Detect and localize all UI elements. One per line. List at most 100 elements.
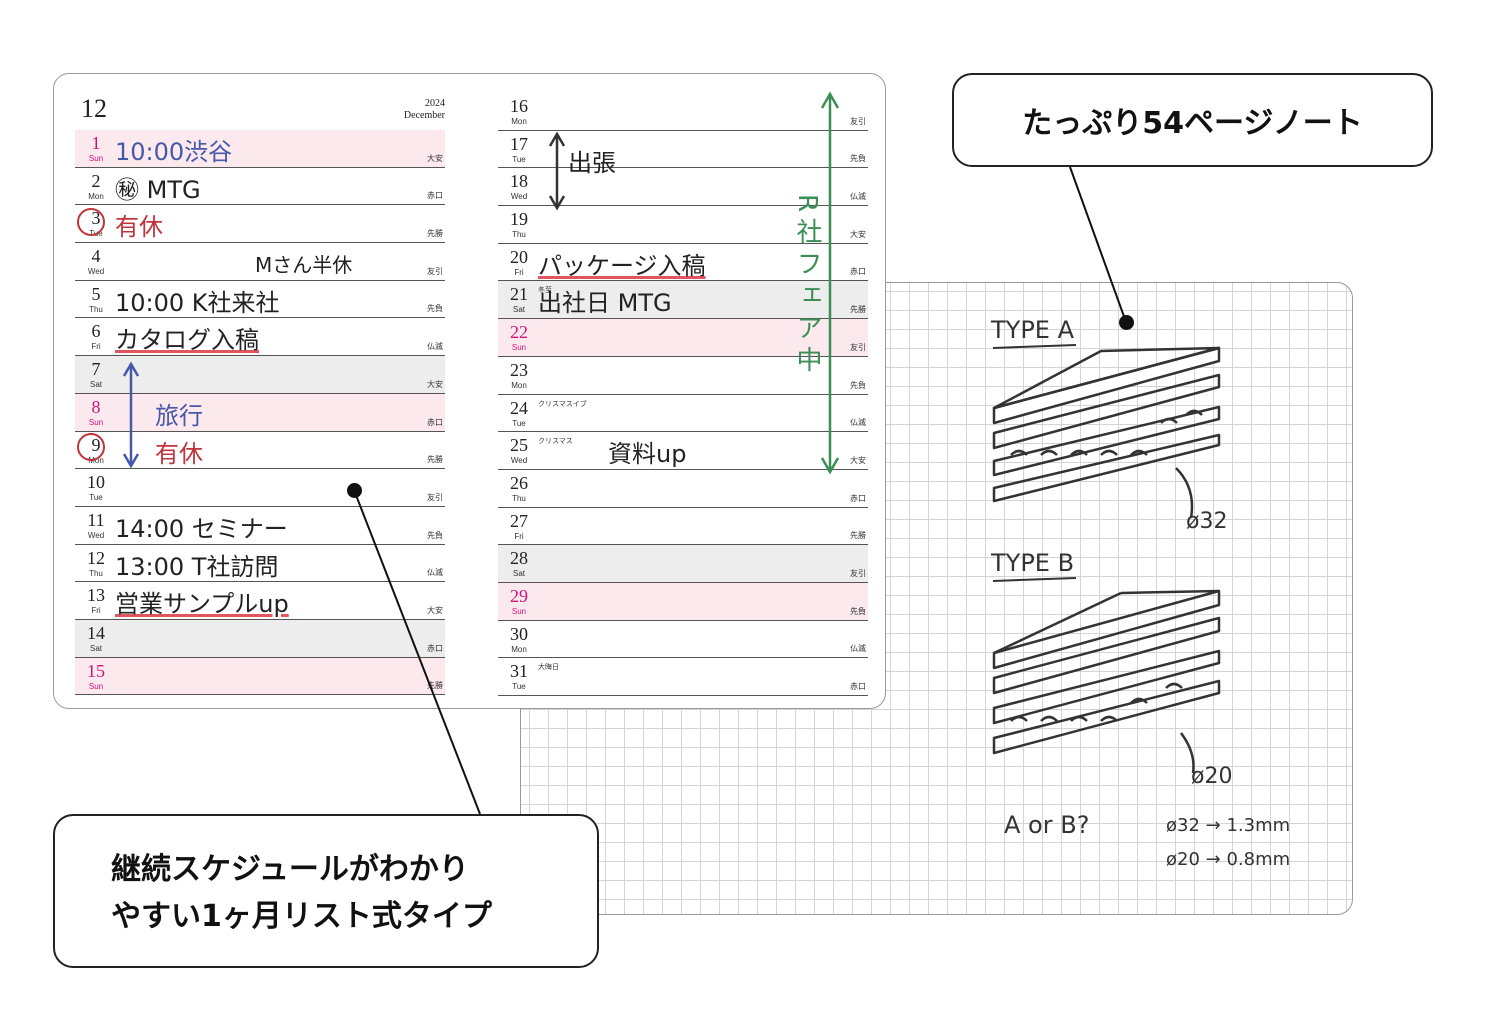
day-weekday: Wed xyxy=(510,192,528,202)
day-number: 16 xyxy=(510,96,528,116)
type-b-dimension: ø20 xyxy=(1191,764,1232,789)
day-weekday: Tue xyxy=(512,418,526,428)
month-number: 12 xyxy=(81,94,107,123)
day-weekday: Fri xyxy=(91,606,101,616)
day-number: 31 xyxy=(510,661,528,682)
day-number: 27 xyxy=(510,510,528,531)
callout-bottom-dot xyxy=(347,483,362,498)
rokuyo-label: 赤口 xyxy=(427,417,443,427)
rokuyo-label: 大安 xyxy=(850,229,866,239)
month-header: 12 2024 December xyxy=(75,74,445,130)
rokuyo-label: 先勝 xyxy=(427,681,443,691)
rokuyo-label: 大安 xyxy=(850,455,866,465)
day-weekday: Sun xyxy=(511,606,527,616)
day-number: 8 xyxy=(91,396,101,417)
day-weekday: Thu xyxy=(89,304,103,314)
rokuyo-label: 赤口 xyxy=(850,493,866,503)
day-number: 11 xyxy=(87,509,105,530)
rokuyo-label: 赤口 xyxy=(850,267,866,277)
day-weekday: Fri xyxy=(514,267,524,277)
schedule-entry: 13:00 T社訪問 xyxy=(115,552,279,581)
day-number: 18 xyxy=(510,171,528,192)
day-weekday: Sat xyxy=(89,380,102,390)
day-number: 26 xyxy=(510,472,528,493)
day-weekday: Mon xyxy=(511,380,527,390)
day-weekday: Fri xyxy=(91,342,101,352)
day-number: 1 xyxy=(91,133,101,153)
note-line-2: ø20 → 0.8mm xyxy=(1166,849,1290,870)
rokuyo-label: 大安 xyxy=(427,153,443,163)
rokuyo-label: 友引 xyxy=(427,266,443,276)
day-number: 29 xyxy=(510,585,528,606)
rokuyo-label: 仏滅 xyxy=(427,342,443,352)
rokuyo-label: 先勝 xyxy=(850,531,866,541)
day-number: 3 xyxy=(91,208,101,229)
day-number: 28 xyxy=(510,548,528,569)
day-number: 20 xyxy=(510,246,528,267)
rokuyo-label: 友引 xyxy=(850,116,866,126)
type-a-dimension: ø32 xyxy=(1186,509,1227,534)
day-number: 10 xyxy=(87,472,105,493)
day-weekday: Sat xyxy=(512,569,525,579)
schedule-entry: Mさん半休 xyxy=(255,253,353,278)
type-a-label: TYPE A xyxy=(990,316,1075,344)
day-weekday: Sun xyxy=(88,154,104,163)
callout-top-dot xyxy=(1119,315,1134,330)
rokuyo-label: 先負 xyxy=(427,530,443,540)
holiday-label: 冬至 xyxy=(538,286,552,295)
rokuyo-label: 仏滅 xyxy=(850,418,866,428)
day-number: 30 xyxy=(510,623,528,644)
schedule-entry: 資料up xyxy=(608,440,687,469)
day-weekday: Fri xyxy=(514,531,524,541)
day-weekday: Mon xyxy=(511,117,527,126)
rokuyo-label: 先負 xyxy=(427,304,443,314)
type-b-label: TYPE B xyxy=(990,549,1074,577)
callout-list-type: 継続スケジュールがわかり やすい1ヶ月リスト式タイプ xyxy=(53,814,599,968)
schedule-entry: 有休 xyxy=(115,213,163,242)
schedule-entry: 10:00 K社来社 xyxy=(115,288,280,317)
callout-note-pages: たっぷり54ページノート xyxy=(952,73,1433,167)
callout-bottom-line-1: 継続スケジュールがわかり xyxy=(111,852,469,887)
rokuyo-label: 友引 xyxy=(850,342,866,352)
day-number: 14 xyxy=(87,622,105,643)
day-weekday: Mon xyxy=(88,455,104,465)
day-number: 24 xyxy=(510,397,528,418)
rokuyo-label: 先負 xyxy=(850,154,866,164)
callout-top-text: たっぷり54ページノート xyxy=(1022,106,1363,141)
schedule-entry: パッケージ入稿 xyxy=(538,251,706,280)
day-weekday: Sun xyxy=(88,417,104,427)
day-number: 4 xyxy=(91,246,101,267)
month-english: December xyxy=(403,110,445,121)
day-weekday: Sat xyxy=(89,643,102,653)
day-weekday: Wed xyxy=(87,530,105,540)
day-weekday: Sun xyxy=(88,681,104,691)
day-weekday: Thu xyxy=(512,230,526,240)
day-weekday: Tue xyxy=(512,682,526,692)
rokuyo-label: 友引 xyxy=(427,492,443,502)
